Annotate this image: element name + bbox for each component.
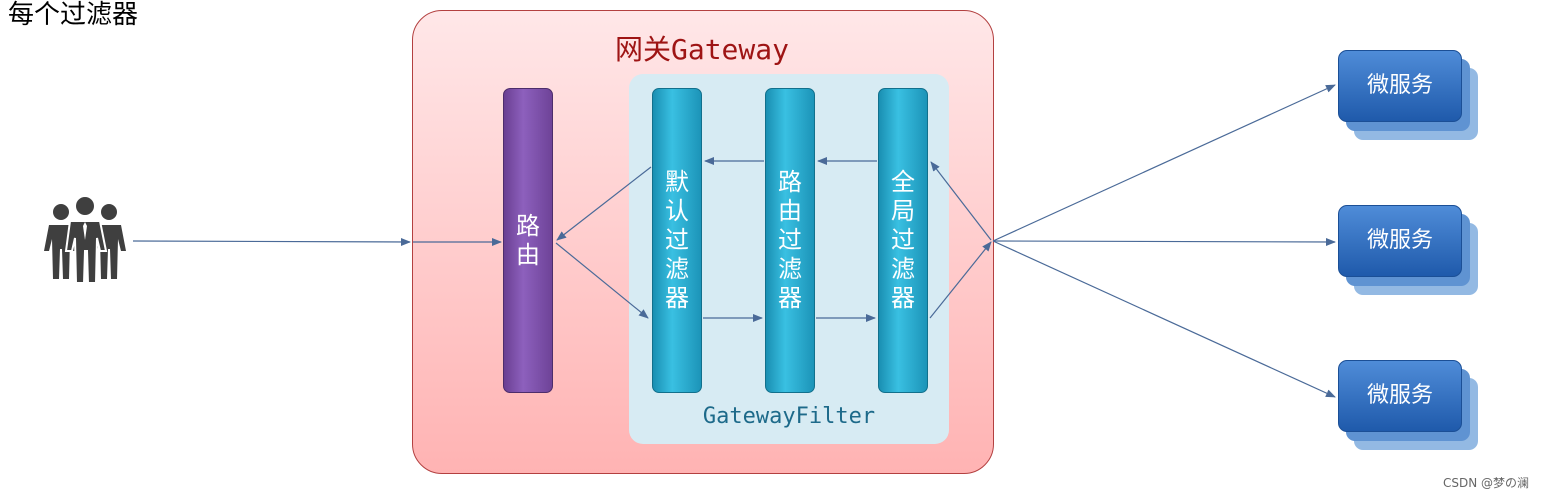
route-filter-bar: 路由过滤器: [765, 88, 815, 393]
page-title: 每个过滤器: [8, 0, 139, 30]
route-bar-label: 路由: [516, 211, 540, 269]
global-filter-bar: 全局过滤器: [878, 88, 928, 393]
gateway-title: 网关Gateway: [614, 33, 789, 66]
microservice-label-3: 微服务: [1366, 383, 1433, 408]
watermark: CSDN @梦の澜: [1442, 476, 1529, 490]
gateway-filter-label: GatewayFilter: [702, 404, 876, 429]
microservice-node-3: 微服务: [1338, 360, 1478, 450]
arrow-dispatch-to-ms1: [992, 84, 1336, 242]
people-group-icon: [44, 195, 126, 284]
default-filter-bar: 默认过滤器: [652, 88, 702, 393]
global-filter-label: 全局过滤器: [891, 168, 915, 312]
arrow-dispatch-to-ms2: [992, 237, 1336, 246]
arrow-route-to-default-filter: [555, 242, 649, 319]
route-bar: 路由: [503, 88, 553, 393]
microservice-label-1: 微服务: [1366, 73, 1433, 98]
arrow-users-to-gateway: [132, 237, 411, 246]
arrow-global-to-dispatch: [929, 241, 992, 319]
default-filter-label: 默认过滤器: [665, 168, 689, 312]
arrow-dispatch-to-global-filter: [930, 161, 992, 241]
route-filter-label: 路由过滤器: [778, 168, 802, 312]
microservice-node-1: 微服务: [1338, 50, 1478, 140]
microservice-node-2: 微服务: [1338, 205, 1478, 295]
arrow-default-filter-to-route: [556, 166, 652, 241]
microservice-label-2: 微服务: [1366, 228, 1433, 253]
arrow-dispatch-to-ms3: [992, 240, 1336, 398]
